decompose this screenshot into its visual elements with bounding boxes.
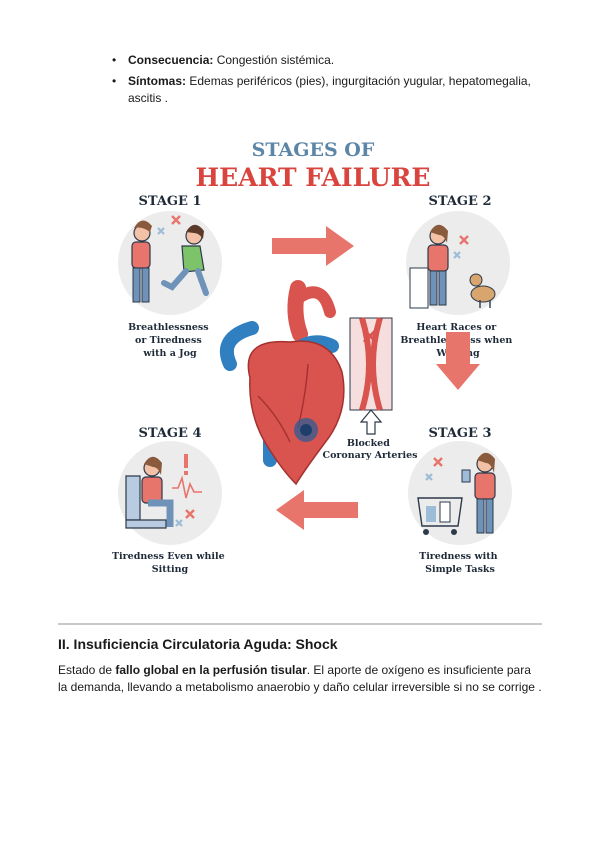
stage-4-caption: Tiredness Even while Sitting [112,551,228,575]
stage-3-illustration [408,441,512,545]
arrow-down-shaft [446,332,470,364]
bullet-label: Síntomas: [128,74,187,88]
arrow-left-icon [276,490,358,530]
artery-label: Blocked Coronary Arteries [323,438,418,461]
section-paragraph: Estado de fallo global en la perfusión t… [58,662,542,696]
section-heading: II. Insuficiencia Circulatoria Aguda: Sh… [58,636,338,652]
stage-4-illustration [118,441,222,545]
blocked-artery-icon [349,317,393,435]
arrow-right-icon [272,226,354,266]
infographic-title-top: STAGES OF [252,139,375,161]
paragraph-bold: fallo global en la perfusión tisular [115,663,307,677]
bullet-label: Consecuencia: [128,53,214,67]
heart-failure-infographic: STAGES OF HEART FAILURE STAGE 1 STAGE 2 … [100,128,540,590]
stage-1-heading: STAGE 1 [138,194,201,209]
stage-1-caption: Breathlessness or Tiredness with a Jog [128,322,212,359]
bullet-text: Congestión sistémica. [213,53,335,67]
stage-2-illustration [406,211,510,315]
section-divider [58,623,542,625]
infographic-canvas: STAGES OF HEART FAILURE STAGE 1 STAGE 2 … [112,139,512,575]
infographic-title-main: HEART FAILURE [196,163,431,192]
arrow-down-icon [436,364,480,390]
heart-icon [219,280,345,486]
list-item: • Consecuencia: Congestión sistémica. [108,52,548,69]
bullet-text: Edemas periféricos (pies), ingurgitación… [128,74,531,105]
stage-3-heading: STAGE 3 [428,426,491,441]
stage-4-heading: STAGE 4 [138,426,201,441]
symptom-list: • Consecuencia: Congestión sistémica. • … [108,52,548,111]
stage-1-illustration [118,211,222,315]
paragraph-prefix: Estado de [58,663,116,677]
bullet-glyph: • [112,74,117,88]
list-item: • Síntomas: Edemas periféricos (pies), i… [108,73,548,107]
paragraph-rest: . El aporte de oxígeno es insuficiente p… [58,663,542,694]
bullet-glyph: • [112,53,117,67]
stage-3-caption: Tiredness with Simple Tasks [419,551,501,575]
stage-2-heading: STAGE 2 [428,194,491,209]
